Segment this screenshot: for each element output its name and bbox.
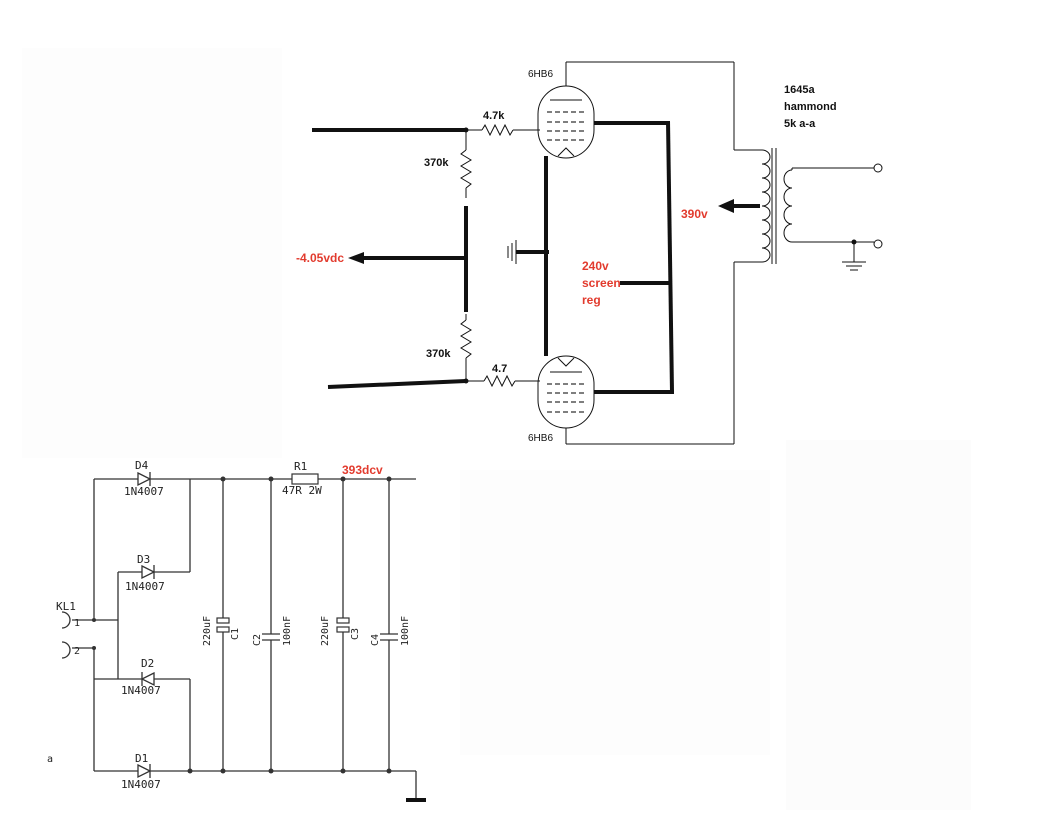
diode-d4 — [137, 471, 152, 487]
screen-bus — [666, 120, 674, 393]
tube-bottom — [537, 355, 595, 429]
output-transformer — [761, 148, 883, 271]
grid-resistor-top — [481, 123, 514, 137]
connector-label: KL1 — [56, 600, 76, 613]
pin1-label: 1 — [74, 618, 80, 629]
center-tap-arrow — [718, 199, 734, 213]
screen-label-line2: screen — [582, 276, 621, 290]
diode-d1 — [137, 763, 152, 779]
c4-label: C4 — [370, 634, 381, 646]
connector-kl1 — [61, 611, 118, 659]
power-supply-schematic: 393dcv D4 1N4007 D3 1N4007 D2 1N4007 D1 … — [47, 459, 426, 802]
tube-bottom-label: 6HB6 — [528, 433, 553, 444]
transformer-impedance-label: 5k a-a — [784, 118, 816, 130]
capacitor-c1 — [216, 617, 230, 624]
pin2-label: 2 — [74, 646, 80, 657]
bias-resistor-top-label: 370k — [424, 157, 449, 169]
c4-value-label: 100nF — [400, 616, 411, 646]
d3-part-label: 1N4007 — [125, 580, 165, 593]
screen-label-line3: reg — [582, 293, 601, 307]
output-voltage-label: 393dcv — [342, 463, 383, 477]
bias-resistor-bottom-label: 370k — [426, 348, 451, 360]
transformer-model-label: 1645a — [784, 84, 815, 96]
grid-resistor-bottom-label: 4.7 — [492, 363, 507, 375]
tube-top — [537, 85, 595, 159]
diode-d3 — [118, 564, 190, 580]
d2-label: D2 — [141, 657, 154, 670]
c3-label: C3 — [350, 628, 361, 640]
bias-voltage-label: -4.05vdc — [296, 251, 344, 265]
bias-resistor-bottom — [460, 319, 472, 359]
grid-resistor-bottom — [483, 374, 516, 388]
diode-d2 — [94, 671, 190, 687]
corner-mark: a — [47, 754, 53, 765]
plate-voltage-label: 390v — [681, 207, 708, 221]
tube-top-label: 6HB6 — [528, 69, 553, 80]
input-line-bottom — [327, 379, 467, 389]
d1-label: D1 — [135, 752, 148, 765]
c1-label: C1 — [230, 628, 241, 640]
grid-resistor-top-label: 4.7k — [483, 110, 505, 122]
c1-value-label: 220uF — [202, 616, 213, 646]
c3-value-label: 220uF — [320, 616, 331, 646]
amplifier-schematic: -4.05vdc 6HB6 6HB6 — [296, 61, 883, 445]
screen-voltage-label: 240v — [582, 259, 609, 273]
d3-label: D3 — [137, 553, 150, 566]
d4-part-label: 1N4007 — [124, 485, 164, 498]
capacitor-c3 — [336, 617, 350, 624]
d1-part-label: 1N4007 — [121, 778, 161, 791]
d2-part-label: 1N4007 — [121, 684, 161, 697]
r1-label: R1 — [294, 460, 307, 473]
d4-label: D4 — [135, 459, 149, 472]
c2-label: C2 — [252, 634, 263, 646]
transformer-brand-label: hammond — [784, 101, 837, 113]
r1-value-label: 47R 2W — [282, 484, 322, 497]
bias-arrow — [348, 252, 364, 264]
resistor-r1 — [291, 473, 319, 485]
bias-resistor-top — [460, 149, 472, 189]
c2-value-label: 100nF — [282, 616, 293, 646]
